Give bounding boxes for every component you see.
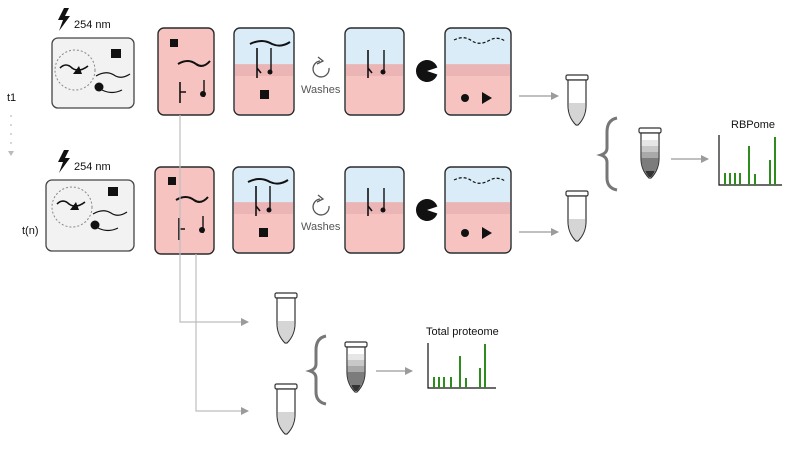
- timepoint-label-t1: t1: [7, 92, 16, 104]
- wash-step-tn: Washes: [301, 194, 341, 233]
- rnase-digestion-icon: [415, 199, 438, 222]
- row-t1: 254 nm t1: [7, 8, 589, 126]
- total-proteome-title: Total proteome: [426, 326, 499, 338]
- total-proteome-branch: Total proteome: [179, 115, 499, 435]
- lightning-icon: [58, 8, 70, 31]
- pooled-tube-proteome: [344, 341, 368, 393]
- washes-label: Washes: [301, 221, 341, 233]
- uv-wavelength-label: 254 nm: [74, 161, 111, 173]
- pooled-tube-rbpome: [638, 127, 662, 179]
- eluate-panel-t1: [444, 27, 512, 116]
- lysate-panel-tn: [154, 166, 215, 255]
- sample-tube-tn: [565, 190, 589, 242]
- input-tube-t1: [274, 292, 298, 344]
- rbpome-pooling: RBPome: [596, 116, 782, 192]
- oligo-dt-capture-panel-t1: [233, 27, 295, 116]
- rbpome-title: RBPome: [731, 119, 775, 131]
- pooling-brace: [596, 116, 618, 192]
- washed-beads-panel-t1: [344, 27, 405, 116]
- washes-label: Washes: [301, 84, 341, 96]
- lightning-icon: [58, 150, 70, 173]
- uv-wavelength-label: 254 nm: [74, 19, 111, 31]
- oligo-dt-capture-panel-tn: [232, 166, 295, 254]
- input-tube-tn: [274, 383, 298, 435]
- sample-tube-t1: [565, 74, 589, 126]
- uv-crosslink-panel-t1: 254 nm: [51, 8, 135, 109]
- timepoint-label-tn: t(n): [22, 225, 39, 237]
- rbpome-spectrum: [718, 135, 782, 186]
- uv-crosslink-panel-tn: 254 nm: [45, 150, 135, 252]
- rnase-digestion-icon: [415, 60, 438, 83]
- total-proteome-spectrum: [427, 343, 496, 389]
- time-course-dots: [8, 115, 14, 156]
- wash-step-t1: Washes: [301, 56, 341, 96]
- lysate-panel-t1: [157, 27, 215, 116]
- pooling-brace: [305, 334, 327, 406]
- eluate-panel-tn: [444, 166, 512, 254]
- row-tn: 254 nm t(n): [22, 150, 589, 255]
- washed-beads-panel-tn: [344, 166, 405, 254]
